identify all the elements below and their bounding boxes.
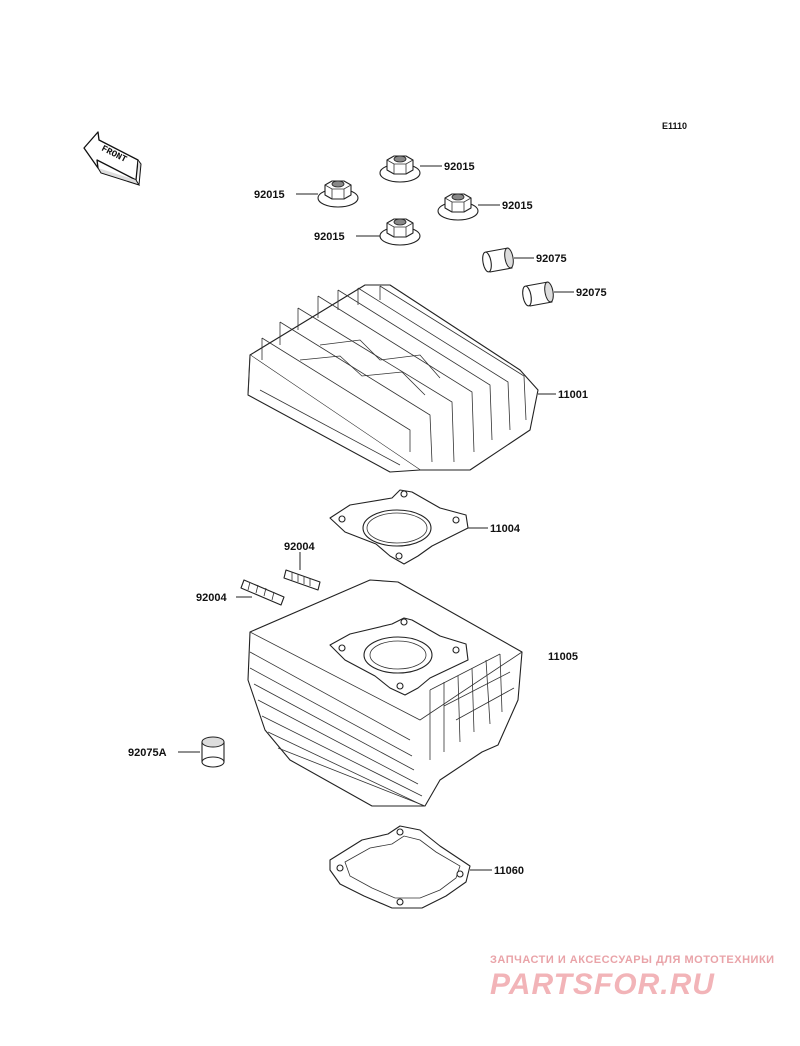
flange-nut-bottom[interactable] <box>379 218 421 246</box>
label-head-gasket: 11004 <box>490 523 521 535</box>
watermark-brand: PARTSFOR.RU <box>490 968 715 1001</box>
label-stud-2: 92004 <box>196 592 227 604</box>
base-gasket[interactable] <box>329 825 471 909</box>
stud-bolt-2[interactable] <box>240 579 285 606</box>
head-gasket[interactable] <box>329 489 469 565</box>
front-arrow-icon: FRONT <box>83 131 142 186</box>
dowel-pin-a[interactable] <box>201 736 225 768</box>
label-pin-2: 92075 <box>576 287 607 299</box>
watermark-subtitle: ЗАПЧАСТИ И АКСЕССУАРЫ ДЛЯ МОТОТЕХНИКИ <box>490 954 775 966</box>
label-pin-1: 92075 <box>536 253 567 265</box>
label-nut-bottom: 92015 <box>314 231 345 243</box>
flange-nut-top[interactable] <box>379 155 421 183</box>
label-base-gasket: 11060 <box>494 865 524 877</box>
label-pin-a: 92075A <box>128 747 167 759</box>
flange-nut-left[interactable] <box>317 180 359 208</box>
diagram-code: E1110 <box>662 121 687 131</box>
label-cylinder-head: 11001 <box>558 389 588 401</box>
label-nut-left: 92015 <box>254 189 285 201</box>
dowel-pin-1[interactable] <box>481 247 514 273</box>
cylinder[interactable] <box>247 579 523 807</box>
dowel-pin-2[interactable] <box>521 281 554 307</box>
cylinder-head[interactable] <box>247 284 539 473</box>
flange-nut-right[interactable] <box>437 193 479 221</box>
stud-bolt-1[interactable] <box>283 569 321 591</box>
label-stud-1: 92004 <box>284 541 315 553</box>
label-nut-right: 92015 <box>502 200 533 212</box>
label-nut-top: 92015 <box>444 161 475 173</box>
label-cylinder: 11005 <box>548 651 578 663</box>
